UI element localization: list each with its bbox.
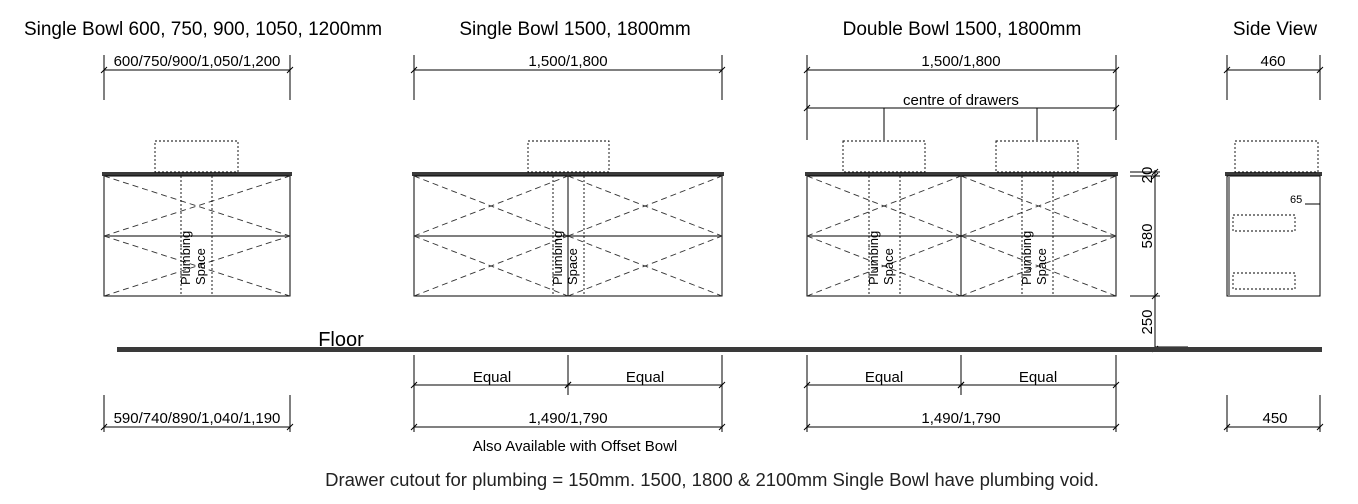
tick <box>1112 104 1120 112</box>
side-drawer-cutout <box>1232 214 1296 232</box>
tick <box>1112 381 1120 389</box>
basin-outline <box>842 140 926 173</box>
tick <box>803 104 811 112</box>
tick <box>1316 423 1324 431</box>
dim-side-top: 460 <box>1260 53 1285 70</box>
drawer-cross <box>960 235 1117 297</box>
tick <box>1316 66 1324 74</box>
tick <box>286 66 294 74</box>
tick <box>1223 66 1231 74</box>
benchtop <box>805 172 1118 176</box>
dim-equal: Equal <box>626 369 664 386</box>
drawer-cross <box>806 235 962 297</box>
benchtop <box>412 172 724 176</box>
tick <box>803 66 811 74</box>
tick <box>1151 292 1159 300</box>
space-label: Space <box>1034 248 1049 285</box>
dim-cabinet-height: 580 <box>1139 223 1156 248</box>
side-drawer-cutout <box>1232 272 1296 290</box>
dim-single-large-top: 1,500/1,800 <box>528 53 607 70</box>
floor-line <box>117 347 1322 352</box>
dim-double-top: 1,500/1,800 <box>921 53 1000 70</box>
tick <box>100 66 108 74</box>
tick <box>410 423 418 431</box>
drawing-geometry <box>100 55 1324 432</box>
tick <box>410 66 418 74</box>
side-cabinet-body <box>1226 175 1321 297</box>
footer-note: Drawer cutout for plumbing = 150mm. 1500… <box>325 469 1099 490</box>
side-basin-outline <box>1234 140 1319 173</box>
dim-double-bottom: 1,490/1,790 <box>921 410 1000 427</box>
title-single-bowl-small: Single Bowl 600, 750, 900, 1050, 1200mm <box>24 19 382 40</box>
tick <box>718 381 726 389</box>
drawer-cross <box>567 175 723 237</box>
basin-outline <box>154 140 239 173</box>
drawer-cross <box>103 175 291 237</box>
drawer-cross <box>103 235 291 297</box>
dim-floor-clearance: 250 <box>1139 309 1156 334</box>
title-single-bowl-large: Single Bowl 1500, 1800mm <box>459 19 690 40</box>
tick <box>286 423 294 431</box>
dim-single-small-top: 600/750/900/1,050/1,200 <box>114 53 281 70</box>
basin-outline <box>527 140 610 173</box>
tick <box>1151 168 1159 176</box>
tick <box>957 381 965 389</box>
drawer-cross <box>413 175 569 237</box>
title-side-view: Side View <box>1233 19 1317 40</box>
drawer-cross <box>103 175 291 237</box>
tick <box>100 423 108 431</box>
side-benchtop <box>1225 172 1322 176</box>
tick <box>803 423 811 431</box>
plumbing-label: Plumbing <box>1019 231 1034 285</box>
drawer-cross <box>960 175 1117 237</box>
dim-single-large-bottom: 1,490/1,790 <box>528 410 607 427</box>
floor-label: Floor <box>318 329 364 351</box>
tick <box>803 381 811 389</box>
drawer-cross <box>806 175 962 237</box>
space-label: Space <box>193 248 208 285</box>
tick <box>718 66 726 74</box>
drawer-cross <box>567 235 723 297</box>
plumbing-label: Plumbing <box>178 231 193 285</box>
plumbing-label: Plumbing <box>866 231 881 285</box>
tick <box>1112 423 1120 431</box>
dim-equal: Equal <box>865 369 903 386</box>
dim-side-inset: 65 <box>1290 194 1302 206</box>
basin-outline <box>995 140 1079 173</box>
plumbing-label: Plumbing <box>550 231 565 285</box>
drawer-cross <box>103 235 291 297</box>
dim-benchtop: 20 <box>1139 167 1156 184</box>
drawer-cross <box>413 235 569 297</box>
tick <box>410 381 418 389</box>
space-label: Space <box>565 248 580 285</box>
dim-equal: Equal <box>1019 369 1057 386</box>
tick <box>1151 172 1159 180</box>
dim-equal: Equal <box>473 369 511 386</box>
tick <box>1112 66 1120 74</box>
title-double-bowl: Double Bowl 1500, 1800mm <box>843 19 1082 40</box>
space-label: Space <box>881 248 896 285</box>
dim-single-small-bottom: 590/740/890/1,040/1,190 <box>114 410 281 427</box>
offset-bowl-note: Also Available with Offset Bowl <box>473 438 678 455</box>
tick <box>1223 423 1231 431</box>
tick <box>718 423 726 431</box>
dim-side-bottom: 450 <box>1262 410 1287 427</box>
dim-centre-of-drawers: centre of drawers <box>903 92 1019 109</box>
tick <box>564 381 572 389</box>
benchtop <box>102 172 292 176</box>
